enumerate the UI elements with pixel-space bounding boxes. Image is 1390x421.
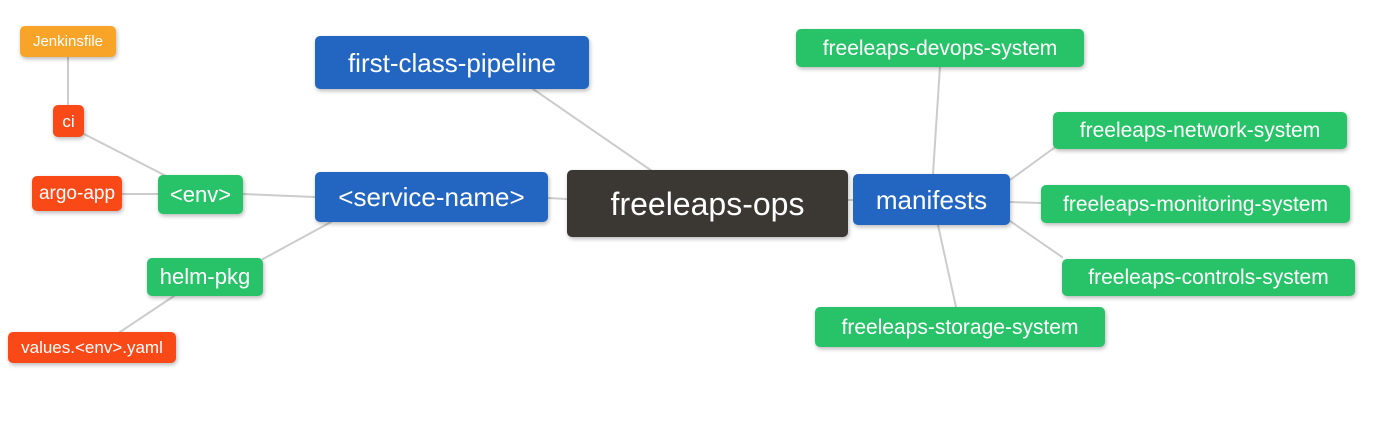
edge-helm-pkg-to-service-name	[262, 221, 332, 260]
node-jenkinsfile[interactable]: Jenkinsfile	[20, 26, 116, 57]
node-values-env-yaml[interactable]: values.<env>.yaml	[8, 332, 176, 363]
node-manifests[interactable]: manifests	[853, 174, 1010, 225]
edge-manifests-to-freeleaps-devops-system	[932, 65, 941, 175]
edge-first-class-pipeline-to-freeleaps-ops	[532, 88, 653, 172]
node-helm-pkg[interactable]: helm-pkg	[147, 258, 263, 296]
node-freeleaps-monitoring-system[interactable]: freeleaps-monitoring-system	[1041, 185, 1350, 223]
edge-manifests-to-freeleaps-monitoring-system	[1009, 201, 1042, 204]
edge-manifests-to-freeleaps-network-system	[1009, 147, 1055, 181]
node-freeleaps-network-system[interactable]: freeleaps-network-system	[1053, 112, 1347, 149]
node-freeleaps-controls-system[interactable]: freeleaps-controls-system	[1062, 259, 1355, 296]
edge-values-env-yaml-to-helm-pkg	[119, 295, 175, 333]
node-ci[interactable]: ci	[53, 105, 84, 137]
edge-manifests-to-freeleaps-controls-system	[1009, 220, 1063, 258]
node-freeleaps-devops-system[interactable]: freeleaps-devops-system	[796, 29, 1084, 67]
node-env[interactable]: <env>	[158, 175, 243, 214]
node-argo-app[interactable]: argo-app	[32, 176, 122, 211]
edge-env-to-service-name	[242, 193, 316, 198]
node-service-name[interactable]: <service-name>	[315, 172, 548, 222]
edge-service-name-to-freeleaps-ops	[547, 197, 568, 200]
node-first-class-pipeline[interactable]: first-class-pipeline	[315, 36, 589, 89]
edge-ci-to-env	[83, 133, 167, 177]
node-freeleaps-storage-system[interactable]: freeleaps-storage-system	[815, 307, 1105, 347]
node-freeleaps-ops[interactable]: freeleaps-ops	[567, 170, 848, 237]
edge-manifests-to-freeleaps-storage-system	[937, 224, 957, 308]
